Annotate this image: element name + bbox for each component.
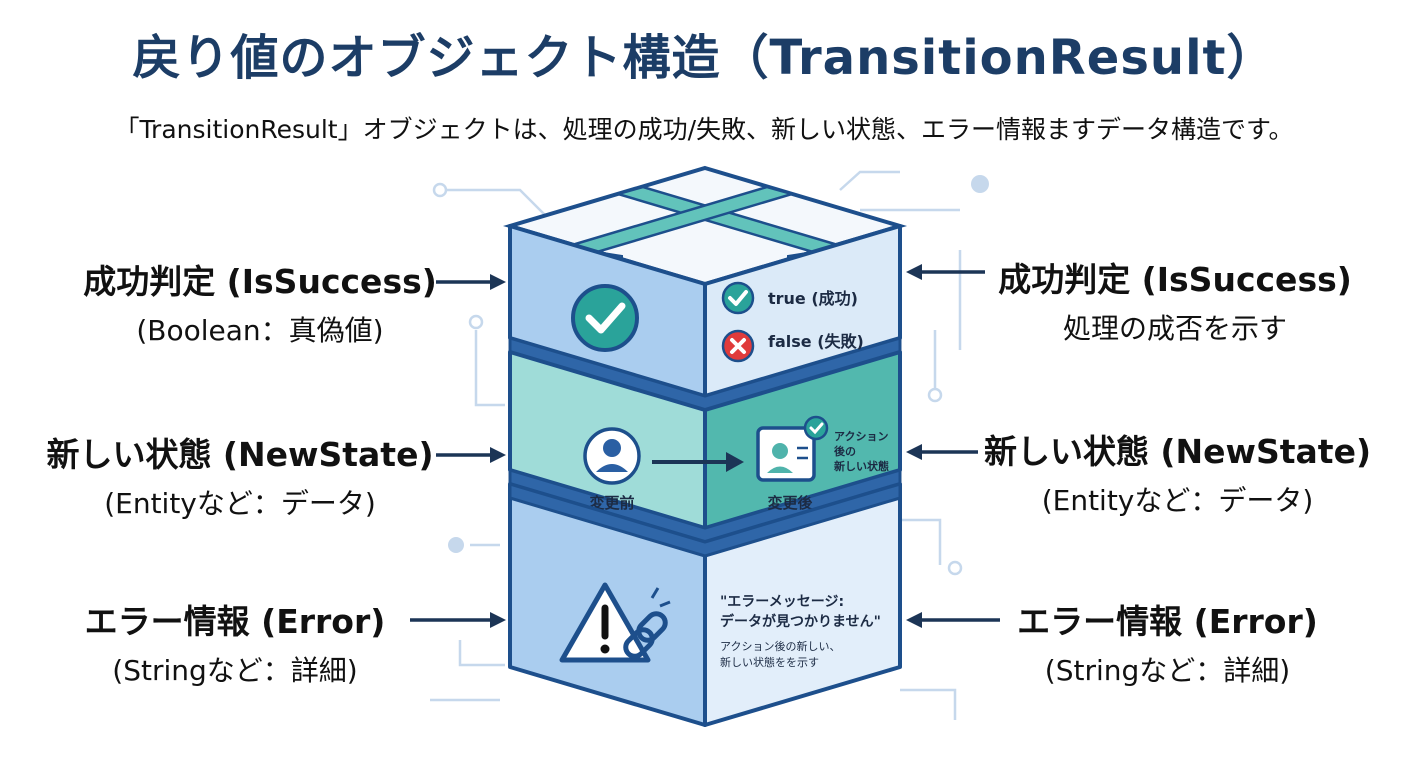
broken-link-icon xyxy=(623,587,671,659)
error-message-line-1: "エラーメッセージ: xyxy=(720,594,844,610)
right-label-state-desc: (Entityなど：データ) xyxy=(1041,484,1314,517)
left-label-error: エラー情報 (Error) (Stringなど：詳細) xyxy=(60,595,410,689)
right-label-state-name: 新しい状態 (NewState) xyxy=(983,432,1372,471)
left-label-state-name: 新しい状態 (NewState) xyxy=(46,435,434,474)
arrow-left-error xyxy=(410,612,506,628)
right-label-state: 新しい状態 (NewState) (Entityなど：データ) xyxy=(980,425,1375,519)
arrow-right-error xyxy=(906,612,1000,628)
circuit-decoration xyxy=(430,170,989,720)
right-label-error-desc: (Stringなど：詳細) xyxy=(1044,654,1291,687)
pointer-arrows xyxy=(410,264,1000,628)
check-circle-icon xyxy=(571,284,639,352)
left-label-success-type: (Boolean：真偽値) xyxy=(136,314,384,347)
arrow-left-success xyxy=(436,274,506,290)
right-label-success: 成功判定 (IsSuccess) 処理の成否を示す xyxy=(985,253,1365,347)
left-label-error-type: (Stringなど：詳細) xyxy=(112,654,358,687)
right-label-success-name: 成功判定 (IsSuccess) xyxy=(998,260,1352,299)
right-label-success-desc: 処理の成否を示す xyxy=(1062,312,1287,345)
callout-line-3: 新しい状態 xyxy=(834,459,889,473)
page-title: 戻り値のオブジェクト構造（TransitionResult） xyxy=(132,30,1276,86)
error-message-line-2: データが見つかりません" xyxy=(720,613,881,630)
page-subtitle: 「TransitionResult」オブジェクトは、処理の成功/失敗、新しい状態… xyxy=(114,115,1294,144)
id-card-icon xyxy=(756,415,829,482)
arrow-right-state xyxy=(906,444,978,460)
error-note-line-1: アクション後の新しい、 xyxy=(720,639,840,653)
transition-arrow-icon xyxy=(652,452,744,472)
left-label-state-type: (Entityなど：データ) xyxy=(104,487,376,520)
left-label-success: 成功判定 (IsSuccess) (Boolean：真偽値) xyxy=(80,255,440,349)
error-note-line-2: 新しい状態をを示す xyxy=(720,655,819,669)
arrow-left-state xyxy=(436,447,506,463)
callout-line-2: 後の xyxy=(834,444,856,458)
layer-error: "エラーメッセージ: データが見つかりません" アクション後の新しい、 新しい状… xyxy=(508,482,902,727)
user-avatar-icon xyxy=(583,427,641,485)
right-label-error: エラー情報 (Error) (Stringなど：詳細) xyxy=(995,595,1340,689)
before-label: 変更前 xyxy=(589,494,634,512)
left-label-state: 新しい状態 (NewState) (Entityなど：データ) xyxy=(40,428,440,522)
right-label-error-name: エラー情報 (Error) xyxy=(1017,602,1318,641)
false-label: false (失敗) xyxy=(768,332,864,351)
left-label-success-name: 成功判定 (IsSuccess) xyxy=(83,262,437,301)
callout-line-1: アクション xyxy=(834,430,888,443)
true-check-icon xyxy=(721,281,755,315)
left-label-error-name: エラー情報 (Error) xyxy=(84,602,386,641)
after-label: 変更後 xyxy=(767,494,813,512)
arrow-right-success xyxy=(906,264,985,280)
true-label: true (成功) xyxy=(768,289,858,308)
